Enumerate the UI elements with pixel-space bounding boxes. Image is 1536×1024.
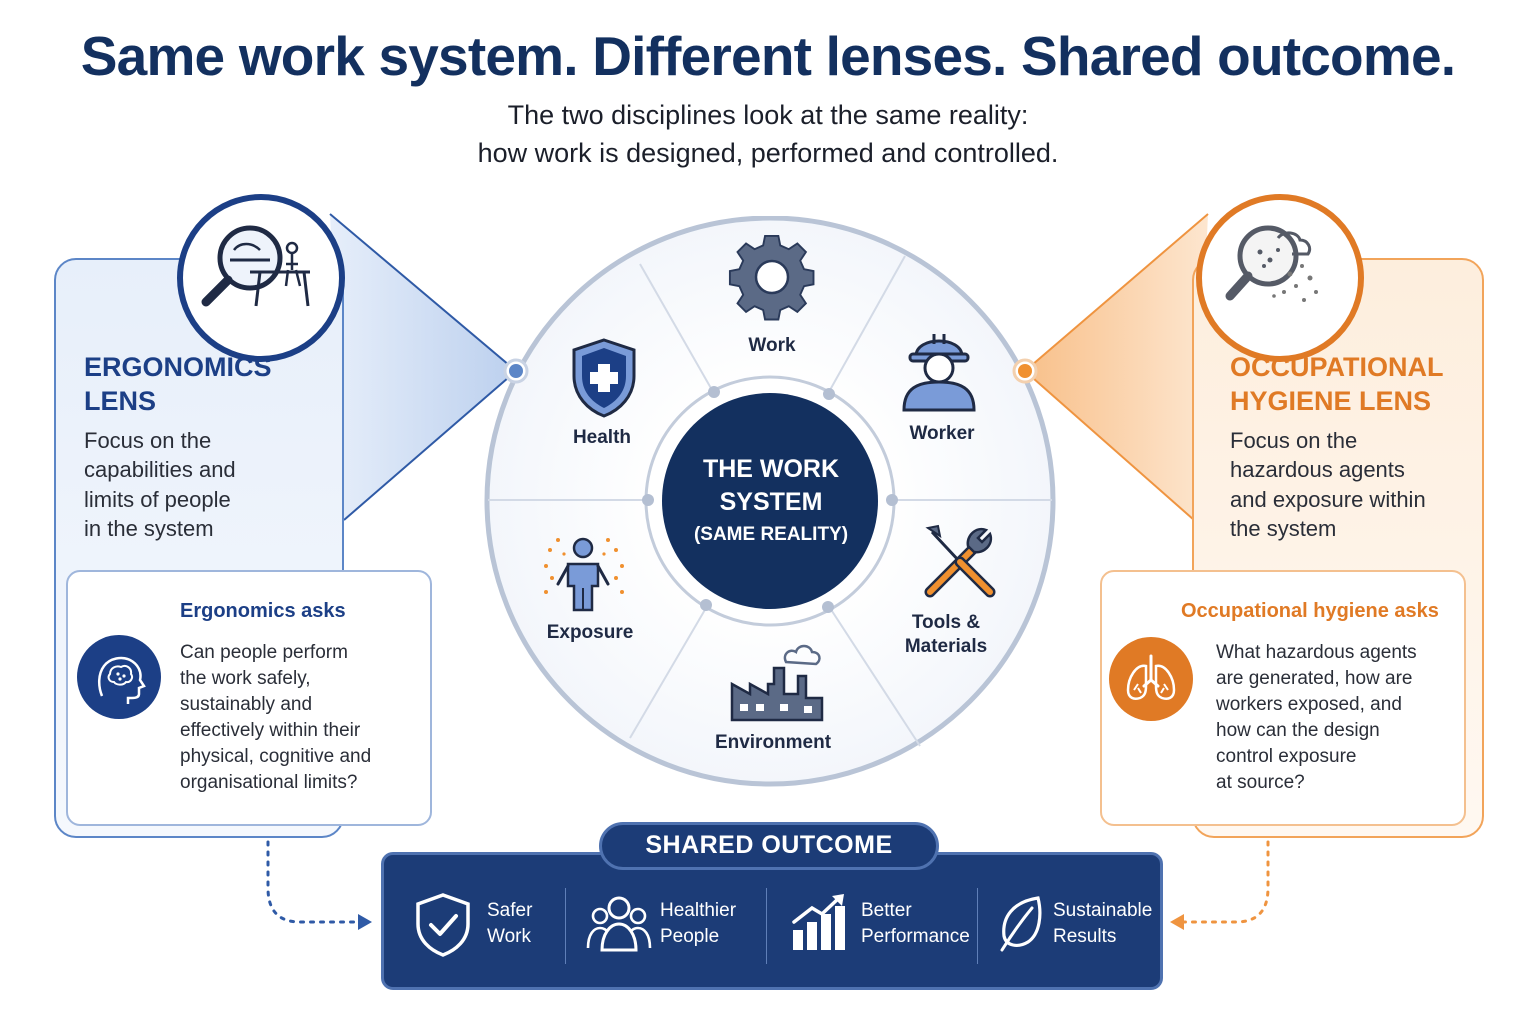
work-system-subtitle: (SAME REALITY) [693, 524, 849, 545]
hygiene-beam [1025, 214, 1208, 520]
outcome-divider [977, 888, 978, 964]
hygiene-body-3: and exposure within [1230, 487, 1426, 512]
outcome-better-line-2: Performance [861, 926, 970, 947]
ergonomics-ask-line-4: effectively within their [180, 720, 361, 741]
shared-outcome-title: SHARED OUTCOME [645, 831, 893, 859]
outcome-safer-line-1: Safer [487, 900, 533, 921]
ergonomics-ask-line-1: Can people perform [180, 642, 348, 663]
ergonomics-ask-line-5: physical, cognitive and [180, 746, 372, 767]
hygiene-ask-line-3: workers exposed, and [1216, 694, 1402, 715]
ergonomics-connector [266, 840, 358, 924]
work-system-title-line-1: THE WORK [702, 455, 840, 483]
inner-ring-dot [823, 388, 835, 400]
shield-check-icon [416, 893, 470, 957]
ergonomics-title-line-2: LENS [84, 386, 157, 416]
growth-chart-icon [792, 894, 845, 950]
wheel-spoke-1 [639, 263, 713, 391]
wheel-spoke-4 [829, 607, 921, 747]
people-group-icon [586, 896, 652, 952]
hygiene-beam-edge-top [1024, 213, 1209, 372]
lungs-icon [1109, 637, 1193, 721]
hygiene-beam-edge-bottom [1024, 370, 1195, 521]
ergonomics-ask-line-2: the work safely, [180, 668, 311, 689]
inner-ring-dot [700, 599, 712, 611]
subtitle-line-2: how work is designed, performed and cont… [477, 138, 1059, 168]
ergonomics-body-4: in the system [84, 516, 214, 541]
gear-icon [728, 234, 815, 321]
hygiene-title-line-2: HYGIENE LENS [1230, 386, 1432, 416]
hygiene-ask-line-6: at source? [1216, 772, 1305, 793]
ergonomics-ask-title: Ergonomics asks [180, 600, 346, 622]
hygiene-body-1: Focus on the [1230, 428, 1358, 453]
outcome-safer-line-2: Work [487, 926, 531, 947]
hygiene-ask-line-2: are generated, how are [1216, 668, 1413, 689]
wheel-center-disc [662, 393, 878, 609]
segment-label-health: Health [572, 427, 632, 448]
inner-ring-dot [642, 494, 654, 506]
hygiene-anchor-dot [1018, 364, 1032, 378]
worker-hardhat-icon [902, 334, 976, 412]
leaf-icon [1000, 896, 1042, 952]
ergonomics-arrowhead [358, 914, 372, 930]
ergonomics-beam-edge-bottom [343, 370, 517, 521]
hygiene-connector [1182, 840, 1270, 924]
hygiene-body-4: the system [1230, 516, 1337, 541]
inner-ring-dot [822, 601, 834, 613]
hygiene-ask-line-5: control exposure [1216, 746, 1357, 767]
brain-head-icon [77, 635, 161, 719]
ergonomics-beam [330, 214, 516, 520]
inner-ring-dot [708, 386, 720, 398]
work-system-title: THE WORK SYSTEM [664, 453, 878, 519]
outcome-sustainable-line-1: Sustainable [1053, 900, 1153, 921]
exposure-person-icon [544, 537, 624, 612]
outcome-better-line-1: Better [861, 900, 912, 921]
page-title: Same work system. Different lenses. Shar… [80, 25, 1456, 87]
magnifier-particles-icon [1225, 225, 1318, 302]
segment-label-work: Work [748, 335, 796, 356]
hygiene-ask-line-1: What hazardous agents [1216, 642, 1417, 663]
outcome-divider [565, 888, 566, 964]
work-system-title-line-2: SYSTEM [719, 488, 823, 516]
segment-label-worker: Worker [909, 423, 975, 444]
ergonomics-body-3: limits of people [84, 487, 231, 512]
wheel-spoke-5 [629, 607, 707, 739]
hygiene-ask-title: Occupational hygiene asks [1181, 600, 1439, 622]
factory-icon [730, 644, 824, 722]
ergonomics-beam-edge-top [329, 213, 517, 372]
hygiene-ask-line-4: how can the design [1216, 720, 1380, 741]
segment-label-exposure: Exposure [546, 622, 634, 643]
inner-ring-dot [886, 494, 898, 506]
outcome-healthier-line-2: People [660, 926, 720, 947]
shared-outcome-tab [599, 822, 939, 870]
tools-icon [924, 524, 996, 598]
outcome-sustainable-line-2: Results [1053, 926, 1117, 947]
ergonomics-anchor-dot [509, 364, 523, 378]
outcome-healthier-line-1: Healthier [660, 900, 737, 921]
segment-label-tools-2: Materials [904, 636, 988, 657]
subtitle-line-1: The two disciplines look at the same rea… [507, 100, 1029, 130]
magnifier-workstation-icon [201, 225, 310, 307]
ergonomics-body-2: capabilities and [84, 457, 236, 482]
ergonomics-body-1: Focus on the [84, 428, 212, 453]
outcome-divider [766, 888, 767, 964]
ergonomics-ask-line-6: organisational limits? [180, 772, 358, 793]
wheel-spoke-2 [829, 255, 906, 391]
hygiene-arrowhead [1170, 914, 1184, 930]
ergonomics-ask-line-3: sustainably and [180, 694, 313, 715]
health-shield-icon [572, 338, 636, 418]
segment-label-environment: Environment [714, 732, 832, 753]
hygiene-body-2: hazardous agents [1230, 457, 1405, 482]
segment-label-tools-1: Tools & [911, 612, 981, 633]
